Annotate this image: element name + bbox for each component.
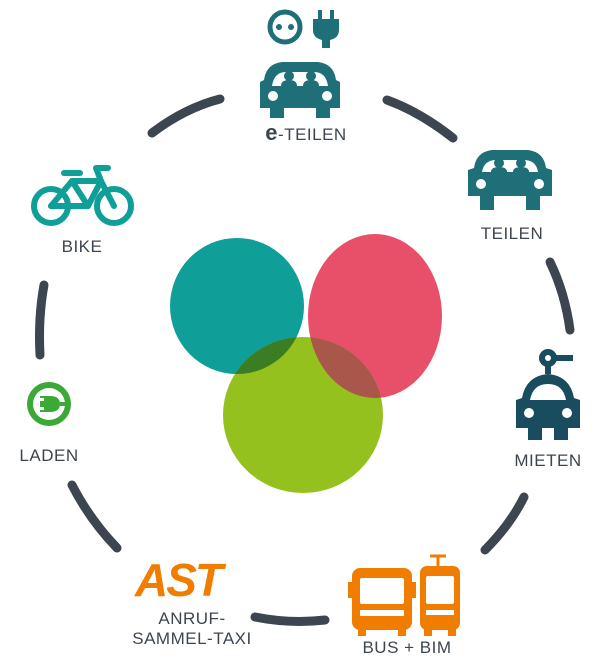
teilen-label: TEILEN: [480, 224, 544, 243]
tram-icon: [420, 554, 460, 636]
ring-segment: [35, 280, 49, 360]
ring-segment: [250, 612, 330, 626]
venn-teal-circle: [170, 238, 304, 374]
bicycle-icon: [31, 165, 134, 226]
ring-segment: [382, 95, 458, 143]
car-icon: [516, 366, 580, 440]
charging-plug-icon: [27, 382, 71, 426]
car-with-passengers-icon: [468, 150, 552, 210]
ring-segment: [480, 492, 529, 555]
bike-label: BIKE: [61, 237, 103, 256]
plug-icon: [313, 10, 339, 48]
ast-line1-label: ANRUF-: [158, 609, 226, 628]
key-icon: [539, 349, 573, 367]
e-teilen-text: -TEILEN: [278, 125, 347, 144]
mieten-label: MIETEN: [514, 451, 582, 470]
ring-segment: [147, 94, 225, 138]
car-with-passengers-icon: [260, 62, 340, 118]
e-prefix: e: [265, 120, 279, 145]
bus-bim-label: BUS + BIM: [362, 638, 452, 657]
svg-text:AST: AST: [134, 554, 227, 606]
ast-line2-label: SAMMEL-TAXI: [132, 629, 252, 648]
power-socket-icon: [267, 9, 303, 45]
ring-segment: [545, 257, 575, 335]
ast-logo: AST: [134, 554, 229, 606]
venn-red-green-overlap: [308, 337, 383, 398]
ring-segment: [67, 480, 122, 553]
ring-segments: [35, 94, 575, 626]
laden-label: LADEN: [19, 446, 79, 465]
e-teilen-label: e-TEILEN: [250, 120, 362, 145]
bus-icon: [348, 568, 416, 636]
